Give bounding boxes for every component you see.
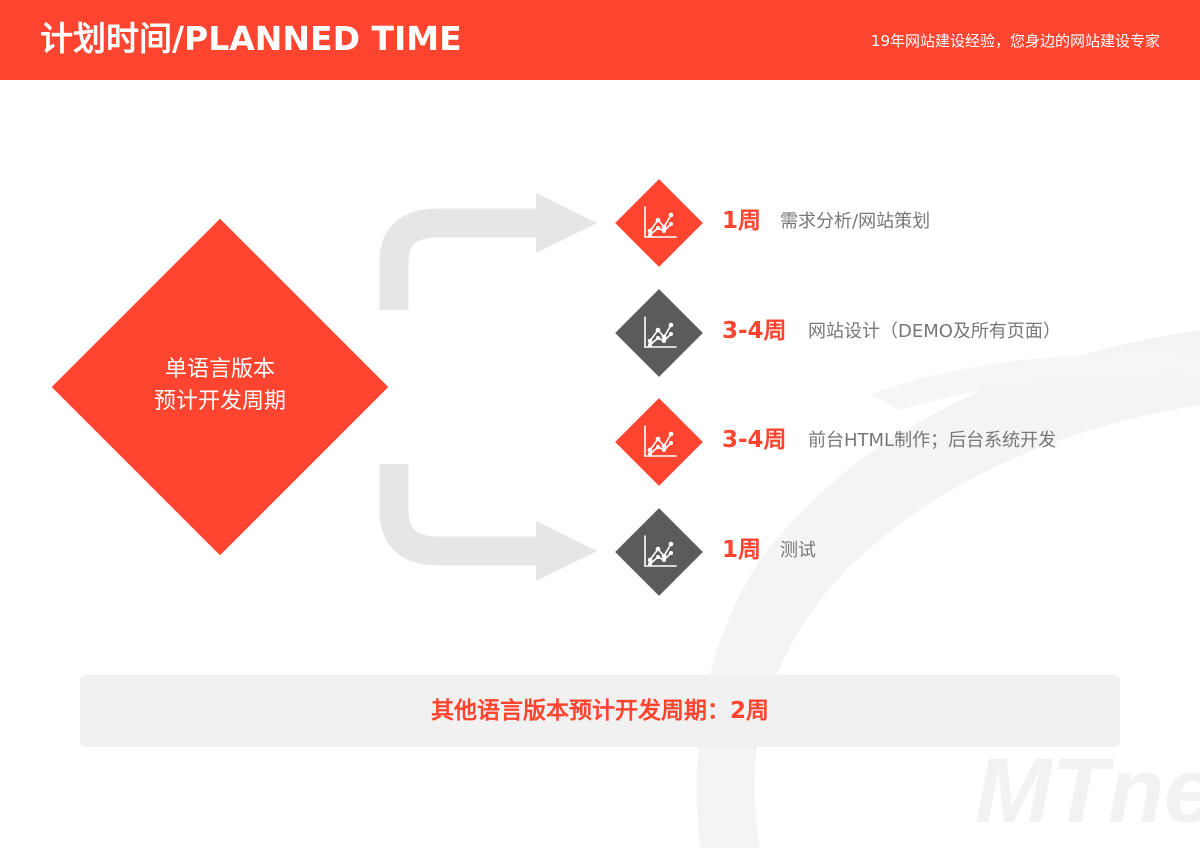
step-duration: 1周 xyxy=(722,537,762,563)
step-1: 1周 需求分析/网站策划 xyxy=(615,179,1200,267)
page-title: 计划时间/PLANNED TIME xyxy=(40,19,462,58)
step-description: 前台HTML制作；后台系统开发 xyxy=(808,430,1057,451)
line-chart-icon xyxy=(644,425,677,457)
step-2: 3-4周 网站设计（DEMO及所有页面） xyxy=(615,289,1200,377)
main-label: 单语言版本 预计开发周期 xyxy=(100,354,340,418)
step-duration: 1周 xyxy=(722,208,762,234)
step-4: 1周 测试 xyxy=(615,508,1200,596)
upper-arrowhead xyxy=(536,193,597,253)
step-duration: 3-4周 xyxy=(722,318,787,344)
line-chart-icon xyxy=(644,535,677,567)
line-chart-icon xyxy=(644,206,677,238)
step-3: 3-4周 前台HTML制作；后台系统开发 xyxy=(615,398,1200,486)
summary-bar: 其他语言版本预计开发周期：2周 xyxy=(80,675,1120,747)
step-description: 网站设计（DEMO及所有页面） xyxy=(808,321,1061,342)
summary-text: 其他语言版本预计开发周期：2周 xyxy=(430,698,769,724)
main-label-line1: 单语言版本 xyxy=(164,357,275,382)
watermark-text: MTne xyxy=(975,740,1200,842)
header-bar: 计划时间/PLANNED TIME 19年网站建设经验，您身边的网站建设专家 xyxy=(0,0,1200,80)
step-description: 需求分析/网站策划 xyxy=(780,211,931,232)
lower-arrow-shaft xyxy=(379,464,545,566)
step-description: 测试 xyxy=(780,540,816,561)
step-duration: 3-4周 xyxy=(722,427,787,453)
lower-arrowhead xyxy=(536,521,597,581)
upper-arrow-shaft xyxy=(379,208,545,310)
line-chart-icon xyxy=(644,316,677,348)
main-label-line2: 预计开发周期 xyxy=(153,389,286,414)
header-slogan: 19年网站建设经验，您身边的网站建设专家 xyxy=(870,32,1160,50)
